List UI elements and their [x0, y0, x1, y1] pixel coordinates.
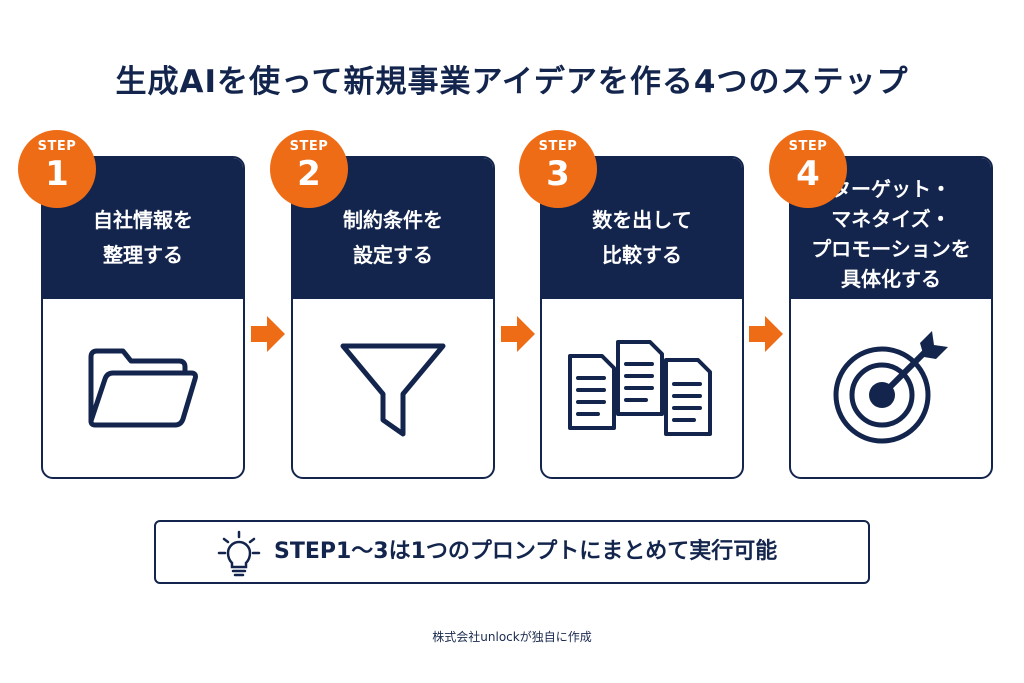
note-text: STEP1〜3は1つのプロンプトにまとめて実行可能	[274, 539, 778, 564]
note-box: STEP1〜3は1つのプロンプトにまとめて実行可能	[154, 520, 870, 584]
funnel-icon	[340, 343, 446, 437]
folder-icon	[88, 348, 198, 428]
step-1-badge-word: STEP	[37, 139, 77, 154]
step-2-badge: STEP 2	[270, 130, 348, 208]
step-3-card: 数を出して 比較する	[540, 156, 744, 479]
step-2-line-1: 制約条件を	[343, 207, 443, 232]
step-3-badge: STEP 3	[519, 130, 597, 208]
step-2-header: 制約条件を 設定する	[293, 158, 493, 299]
step-1-badge-number: 1	[45, 154, 69, 194]
step-3-line-1: 数を出して	[592, 207, 692, 232]
step-4-badge: STEP 4	[769, 130, 847, 208]
step-4-line-3: プロモーションを	[811, 236, 971, 261]
step-1-line-1: 自社情報を	[93, 207, 193, 232]
step-4-card: ターゲット・ マネタイズ・ プロモーションを 具体化する	[789, 156, 993, 479]
step-3-badge-number: 3	[546, 154, 570, 194]
page-title: 生成AIを使って新規事業アイデアを作る4つのステップ	[115, 64, 909, 100]
step-1-badge: STEP 1	[18, 130, 96, 208]
target-icon	[833, 331, 948, 444]
credit-text: 株式会社unlockが独自に作成	[432, 630, 592, 644]
step-4-line-1: ターゲット・	[830, 176, 951, 201]
step-2-badge-word: STEP	[289, 139, 329, 154]
arrow-1-icon	[251, 316, 285, 352]
step-3-header: 数を出して 比較する	[542, 158, 742, 299]
documents-icon	[568, 340, 712, 436]
step-4-line-4: 具体化する	[840, 266, 941, 291]
step-4-badge-number: 4	[796, 154, 820, 194]
step-3-line-2: 比較する	[602, 242, 682, 267]
step-2-badge-number: 2	[297, 154, 321, 194]
step-4-line-2: マネタイズ・	[831, 206, 951, 231]
step-3-badge-word: STEP	[538, 139, 578, 154]
step-4-badge-word: STEP	[788, 139, 828, 154]
lightbulb-icon	[217, 530, 261, 577]
step-1-line-2: 整理する	[103, 242, 183, 267]
step-2-card: 制約条件を 設定する	[291, 156, 495, 479]
arrow-2-icon	[501, 316, 535, 352]
step-2-line-2: 設定する	[353, 242, 433, 267]
arrow-3-icon	[749, 316, 783, 352]
